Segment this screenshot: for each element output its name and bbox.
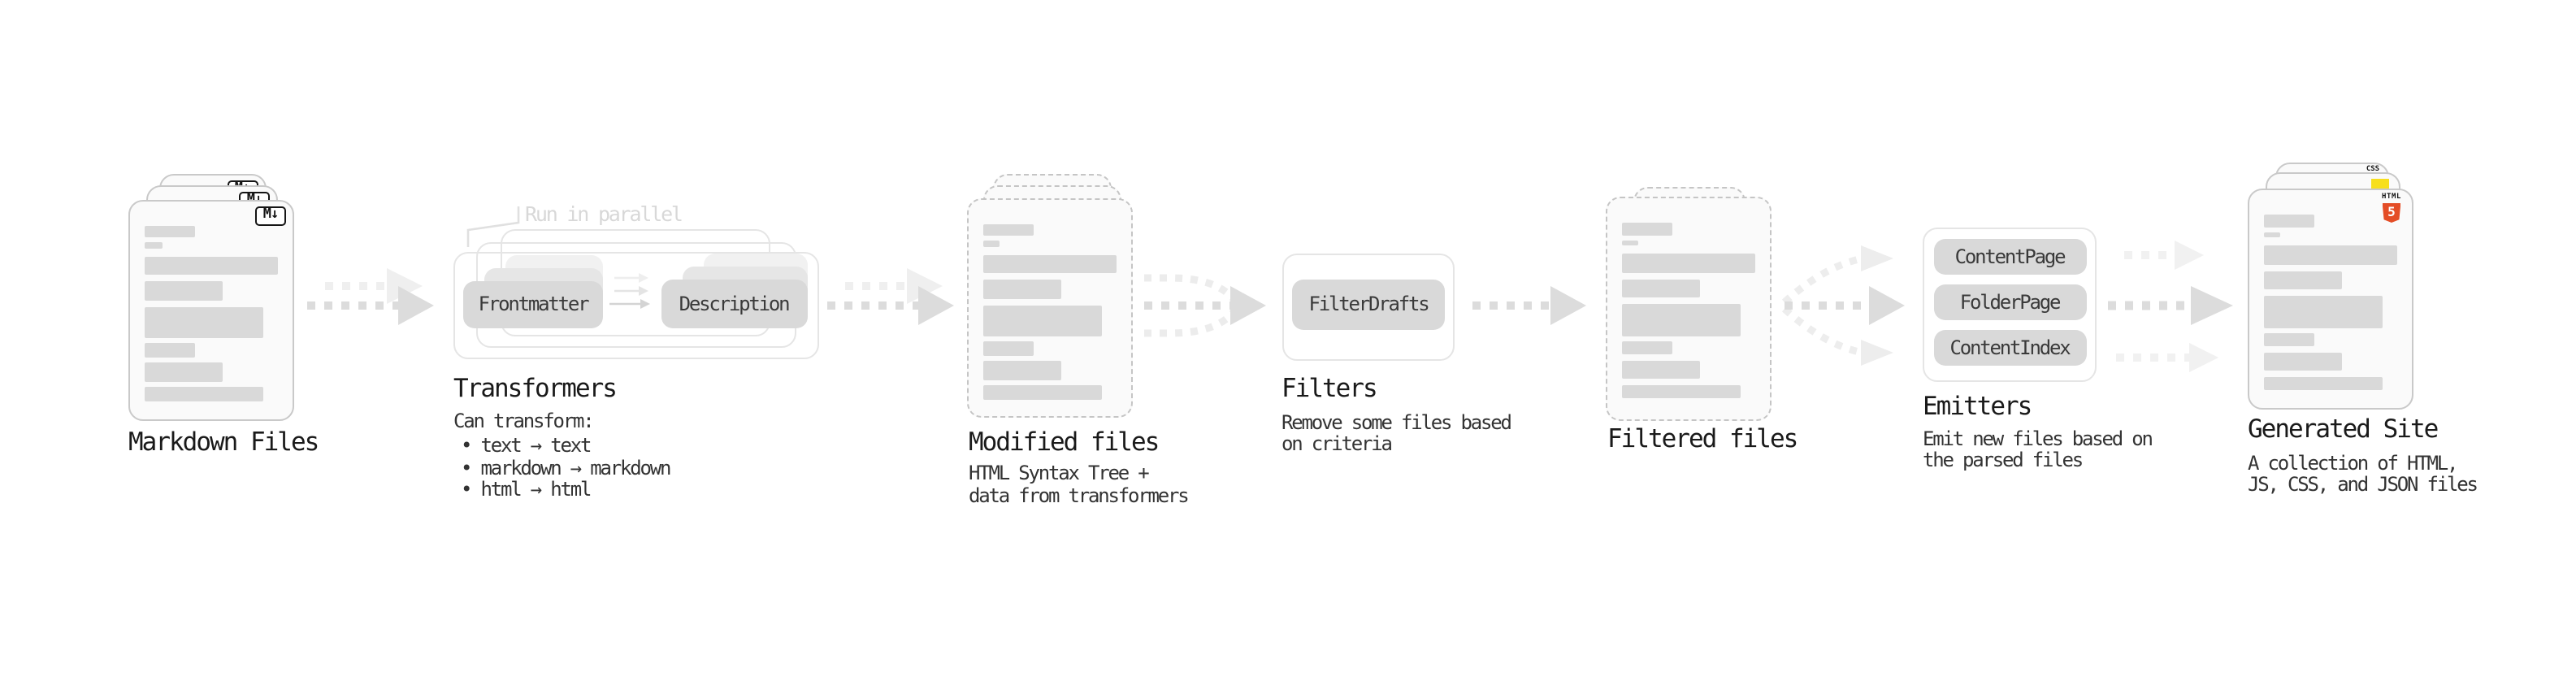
filters-label: Filters (1281, 373, 1378, 402)
doc-line (982, 254, 1116, 273)
transformers-label: Transformers (453, 373, 618, 402)
transformers-bullet: • markdown → markdown (461, 456, 671, 479)
doc-line (982, 385, 1101, 399)
filtered-file-card (1605, 197, 1772, 420)
doc-line (2263, 376, 2382, 390)
doc-line (1621, 223, 1672, 235)
doc-line (145, 225, 195, 237)
emitter-output-arrow-top-icon (2124, 241, 2204, 270)
doc-line (145, 281, 223, 300)
doc-line (2263, 232, 2280, 237)
filters-desc: Remove some files based (1281, 410, 1512, 433)
generated-site-card: HTML 5 (2247, 189, 2413, 409)
transformers-bullet: • text → text (461, 434, 592, 457)
doc-line (145, 362, 223, 381)
markdown-file-card: M↓ (128, 199, 294, 420)
emitters-group (1923, 228, 2097, 382)
doc-line (1621, 304, 1740, 336)
transformer-group (453, 252, 819, 359)
merge-arrow-icon (1144, 274, 1266, 337)
markdown-files-label: Markdown Files (128, 427, 319, 457)
emitters-desc: the parsed files (1923, 449, 2084, 471)
markdown-icon: M↓ (255, 206, 286, 225)
doc-line (982, 223, 1033, 236)
filters-to-filtered-arrow-icon (1472, 286, 1586, 325)
filtered-files-label: Filtered files (1607, 423, 1798, 453)
markdown-to-transformers-arrow-icon (307, 268, 434, 325)
javascript-icon (2371, 179, 2389, 190)
generated-site-desc: JS, CSS, and JSON files (2248, 473, 2478, 496)
doc-content-lines (1607, 198, 1770, 419)
transformers-to-modified-arrow-icon (827, 268, 954, 325)
modified-files-desc: HTML Syntax Tree + (969, 462, 1150, 484)
doc-line (1621, 360, 1699, 379)
doc-line (1621, 240, 1638, 245)
filters-desc: on criteria (1281, 432, 1393, 455)
doc-line (145, 387, 263, 401)
modified-files-label: Modified files (969, 427, 1160, 457)
transformer-node-frontmatter: Frontmatter (463, 280, 603, 327)
doc-line (145, 242, 162, 248)
doc-line (982, 305, 1101, 336)
doc-line (2263, 245, 2396, 264)
filters-group (1281, 254, 1455, 360)
doc-line (2263, 215, 2314, 227)
doc-line (1621, 279, 1699, 297)
transformer-node-description: Description (661, 279, 807, 327)
transformers-bullet: • html → html (461, 478, 592, 501)
transformers-desc: Can transform: (453, 410, 595, 432)
doc-line (982, 280, 1060, 298)
doc-content-lines (2249, 190, 2412, 407)
doc-line (1621, 340, 1672, 354)
annotation-leader-line (466, 206, 520, 247)
generated-site-desc: A collection of HTML, (2248, 451, 2458, 474)
emitters-desc: Emit new files based on (1923, 427, 2153, 449)
modified-files-desc: data from transformers (969, 484, 1190, 506)
doc-content-lines (968, 199, 1130, 415)
doc-line (2263, 296, 2382, 327)
emitter-output-arrow-bottom-icon (2116, 343, 2218, 372)
html5-icon: HTML 5 (2381, 193, 2402, 223)
filter-node-filterdrafts: FilterDrafts (1292, 279, 1445, 329)
doc-line (2263, 352, 2341, 371)
doc-line (982, 341, 1033, 355)
emitter-node-folderpage: FolderPage (1933, 284, 2086, 319)
emitter-node-contentindex: ContentIndex (1933, 329, 2086, 365)
generated-site-label: Generated Site (2248, 414, 2439, 443)
emitters-label: Emitters (1923, 391, 2032, 420)
doc-line (1621, 254, 1754, 272)
doc-content-lines (130, 201, 293, 419)
doc-line (145, 306, 263, 338)
emitter-output-arrow-middle-icon (2108, 286, 2233, 325)
doc-line (145, 343, 195, 357)
run-in-parallel-annotation: Run in parallel (525, 201, 683, 225)
doc-line (2263, 271, 2341, 289)
modified-file-card (966, 197, 1132, 417)
doc-line (982, 241, 1000, 246)
doc-line (982, 361, 1060, 380)
doc-line (1621, 384, 1740, 398)
emitter-node-contentpage: ContentPage (1933, 238, 2086, 274)
doc-line (145, 256, 278, 275)
doc-line (2263, 332, 2314, 346)
parallel-arrows-icon (609, 273, 650, 309)
split-arrow-icon (1781, 245, 1905, 366)
